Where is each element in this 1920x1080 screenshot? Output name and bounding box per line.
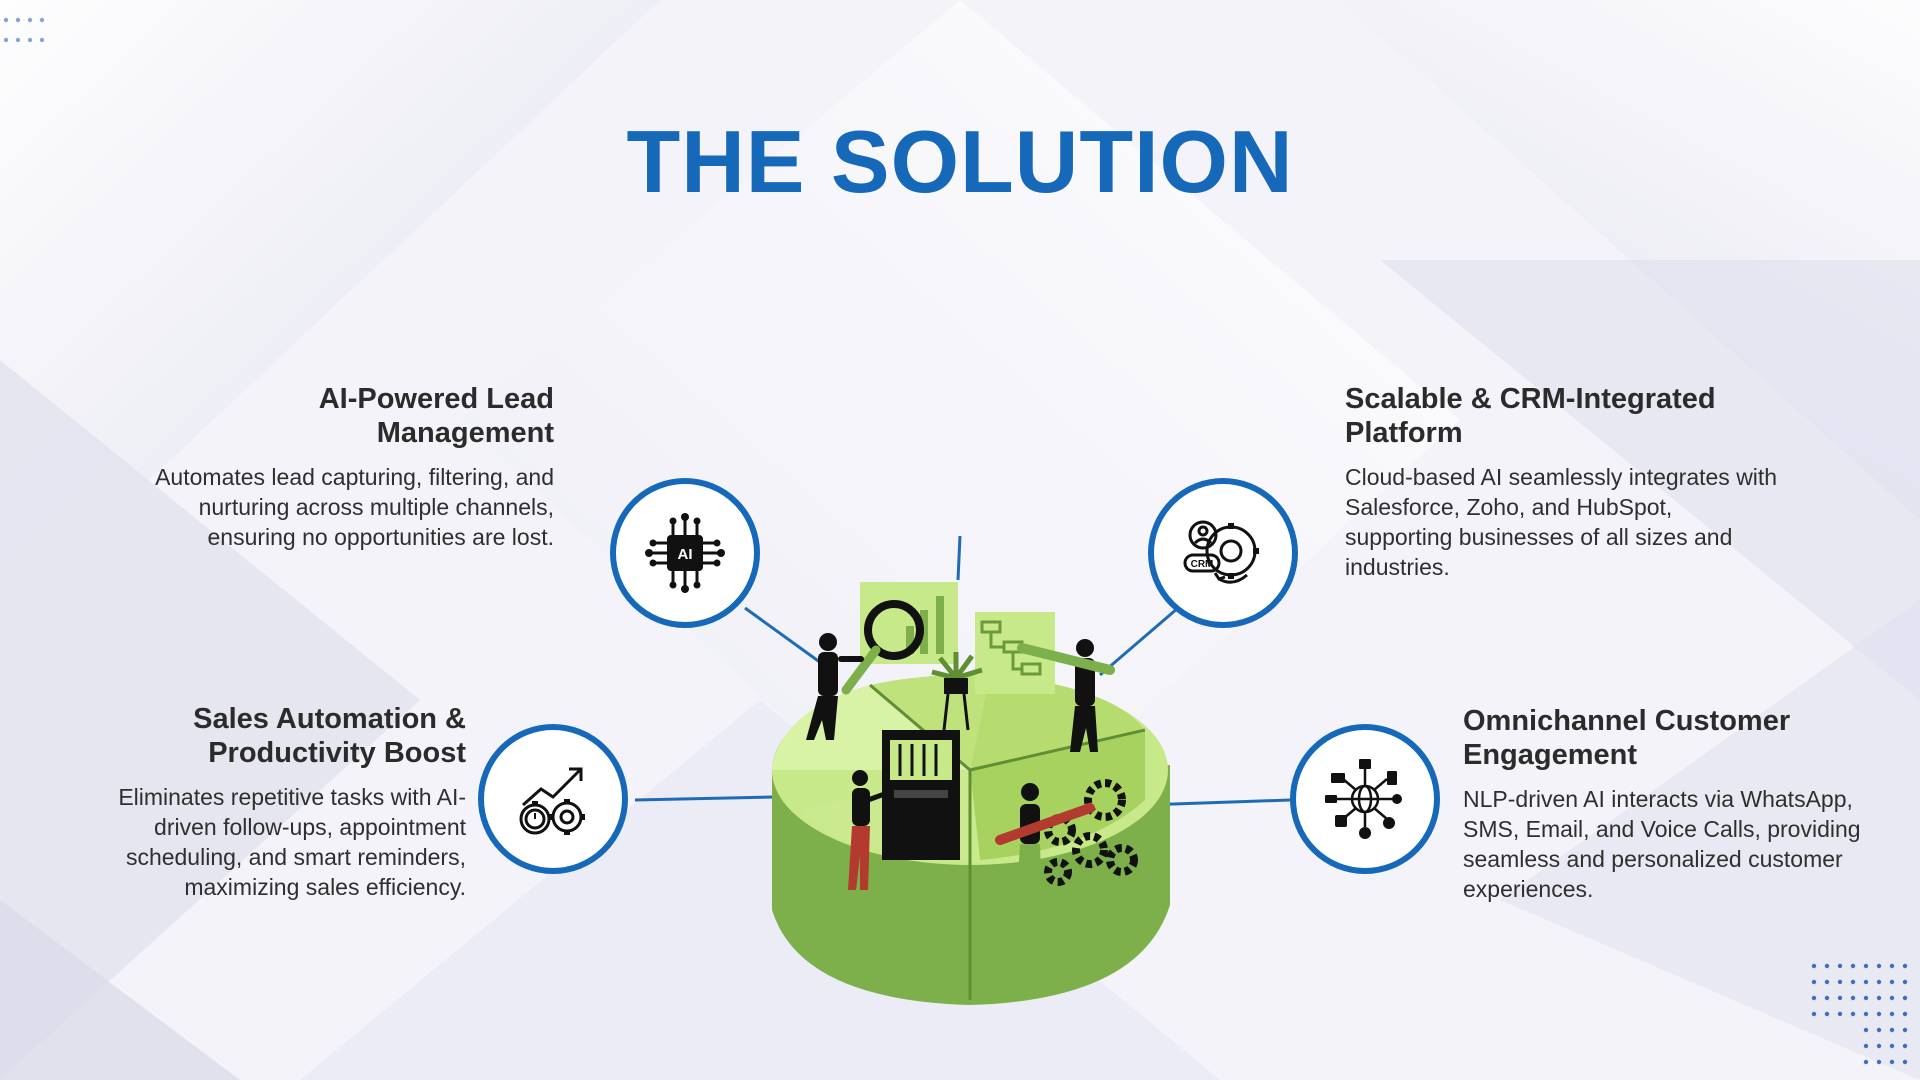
dot-grid-top-left (3, 17, 45, 43)
dot-grid-bottom-right (1811, 963, 1908, 1065)
plant-icon (931, 652, 983, 731)
feature-description: Automates lead capturing, filtering, and… (155, 464, 554, 550)
magnifier-icon (841, 600, 924, 695)
svg-text:AI: AI (678, 546, 693, 563)
network-globe-icon (1325, 759, 1402, 839)
feature-title: Sales Automation &Productivity Boost (193, 703, 466, 769)
page-title: THE SOLUTION (626, 112, 1294, 211)
feature-description: Cloud-based AI seamlessly integrates wit… (1345, 464, 1778, 580)
ai-chip-icon: AI (645, 513, 725, 593)
ai-chip-icon-circle: AI (610, 478, 760, 628)
gears-icon (1044, 779, 1138, 886)
network-globe-icon-circle (1290, 724, 1440, 874)
person-designer (1017, 639, 1115, 752)
growth-gears-icon-circle (478, 724, 628, 874)
growth-gears-icon (519, 767, 585, 835)
person-operator (848, 770, 891, 890)
feature-sales-automation: Sales Automation &Productivity Boost Eli… (96, 702, 466, 902)
wrench-icon (995, 803, 1095, 845)
svg-text:CRM: CRM (1191, 559, 1214, 570)
crm-gear-icon-circle: CRM (1148, 478, 1298, 628)
feature-description: NLP-driven AI interacts via WhatsApp, SM… (1463, 786, 1861, 902)
control-panel-machine (882, 730, 960, 860)
pie-chart-team-illustration (772, 582, 1170, 1005)
person-analyst (806, 633, 864, 740)
crm-gear-icon: CRM (1183, 520, 1259, 584)
feature-description: Eliminates repetitive tasks with AI-driv… (118, 784, 466, 900)
